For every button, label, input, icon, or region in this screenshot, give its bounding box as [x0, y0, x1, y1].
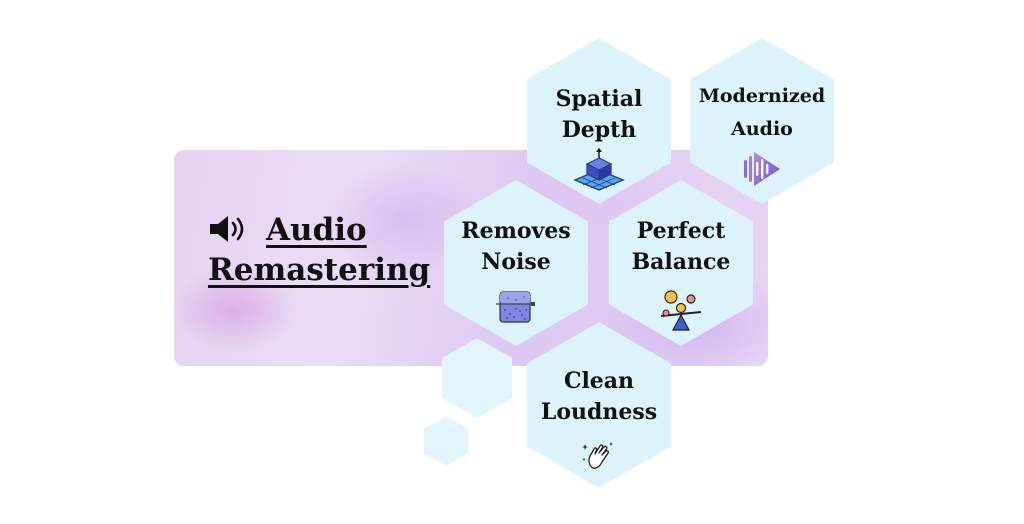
title-block: Audio Remastering — [208, 210, 430, 290]
page-title-line2: Remastering — [208, 252, 431, 288]
page-title-line1: Audio — [266, 212, 367, 248]
speaker-icon — [210, 216, 244, 242]
hex-label-clean-line1: Clean — [563, 368, 635, 394]
decorative-hex-medium — [442, 338, 512, 418]
3d-cube-icon — [573, 148, 625, 191]
hex-label-modernized-line2: Audio — [731, 118, 793, 140]
noise-texture-icon — [496, 291, 535, 323]
hex-label-balance-line1: Perfect — [636, 218, 726, 244]
hex-label-noise-line2: Noise — [481, 249, 551, 275]
balance-icon — [660, 290, 702, 331]
clean-hand-icon — [582, 442, 613, 469]
decorative-hex-small — [424, 416, 468, 466]
hex-label-balance-line2: Balance — [631, 249, 731, 275]
hex-label-spatial-line1: Spatial — [555, 86, 643, 112]
hex-label-spatial-line2: Depth — [561, 117, 637, 143]
hex-label-noise-line1: Removes — [461, 218, 571, 244]
audio-play-icon — [744, 152, 780, 186]
hex-label-clean-line2: Loudness — [540, 399, 658, 425]
hex-label-modernized-line1: Modernized — [698, 85, 826, 107]
